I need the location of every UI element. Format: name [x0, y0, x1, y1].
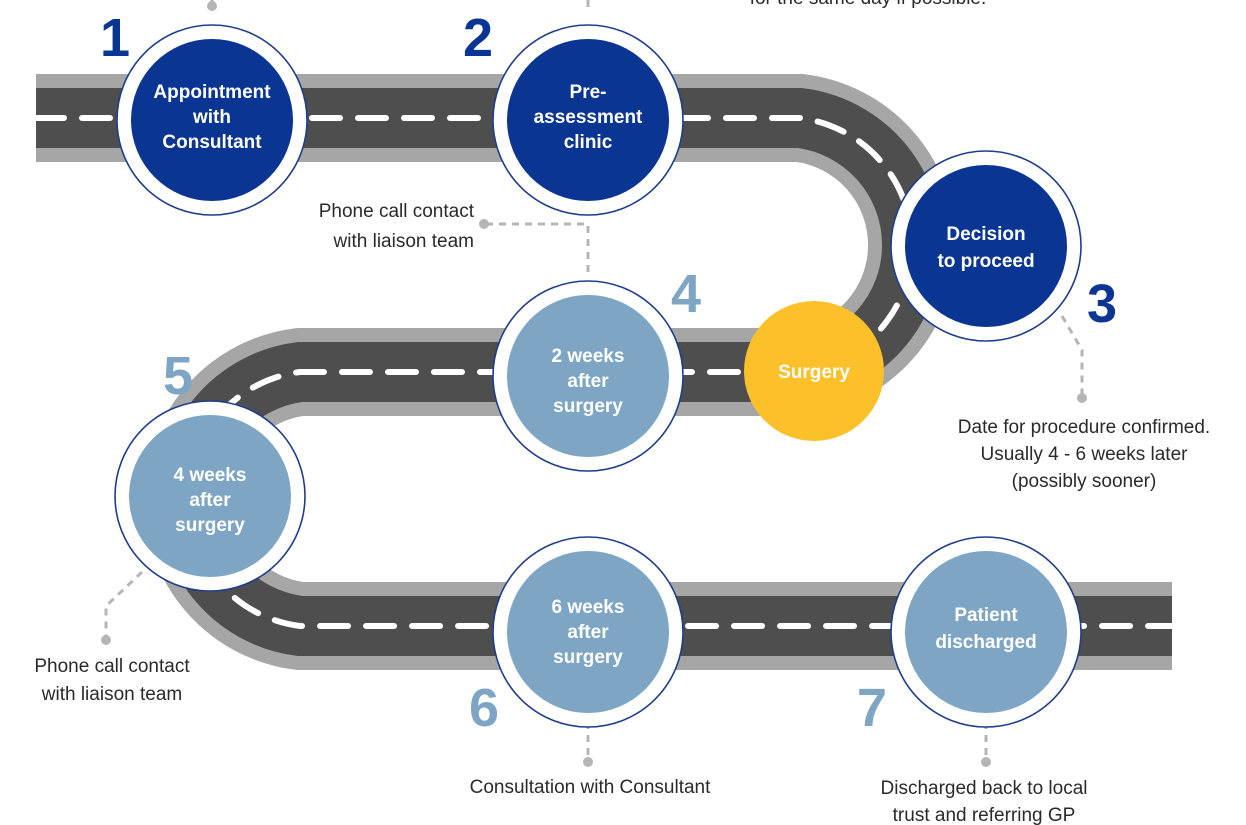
stage-title-line: 4 weeks — [174, 465, 247, 486]
stage-title-line: discharged — [935, 632, 1036, 653]
stage-circle — [507, 295, 669, 457]
stage-note: Consultation with Consultant — [470, 777, 712, 798]
note-line: Usually 4 - 6 weeks later — [981, 444, 1189, 465]
stage-circle — [507, 551, 669, 713]
stage-numbers: 1 2 3 4 5 6 7 — [100, 8, 1117, 738]
stage-node-decision-to-proceed: Decision to proceed — [890, 150, 1082, 342]
stage-title-line: 6 weeks — [552, 597, 625, 618]
leader-dot — [207, 1, 217, 11]
leader-lines — [101, 0, 1087, 767]
leader-dot — [479, 219, 489, 229]
stage-title-line: after — [567, 622, 609, 643]
leader-dot — [981, 757, 991, 767]
leader-dot — [101, 635, 111, 645]
stage-number: 1 — [100, 8, 130, 68]
note-line: trust and referring GP — [893, 805, 1076, 825]
stage-node-four-weeks-after-surgery: 4 weeks after surgery — [114, 400, 306, 592]
stage-title-line: Decision — [946, 224, 1025, 245]
stage-node-pre-assessment-clinic: Pre-assessment clinic — [492, 24, 684, 216]
stage-title-line: after — [567, 371, 609, 392]
stage-number: 4 — [671, 264, 701, 324]
note-line: Phone call contact — [319, 201, 475, 222]
note-line: Consultation with Consultant — [470, 777, 712, 798]
stage-note: Phone call contact with liaison team — [319, 201, 475, 252]
stage-circle — [507, 39, 669, 201]
stage-title-line: with — [192, 107, 231, 128]
stage-number: 6 — [469, 678, 499, 738]
stage-circle — [905, 551, 1067, 713]
stage-title-line: after — [189, 490, 231, 511]
leader-dot — [1077, 393, 1087, 403]
stage-number: 7 — [857, 678, 887, 738]
stage-title-line: Appointment — [153, 82, 271, 103]
stage-node-six-weeks-after-surgery: 6 weeks after surgery — [492, 536, 684, 728]
surgery-node: Surgery — [744, 301, 884, 441]
stage-title-line: Patient — [954, 605, 1018, 626]
stage-title-line: 2 weeks — [552, 346, 625, 367]
surgery-label: Surgery — [778, 362, 850, 383]
stage-note: Date for procedure confirmed. Usually 4 -… — [958, 417, 1210, 492]
stage-title-line: assessment — [534, 107, 643, 128]
stage-circle — [131, 39, 293, 201]
stage-number: 2 — [463, 8, 493, 68]
stage-number: 5 — [163, 346, 193, 406]
stage-number: 3 — [1087, 274, 1117, 334]
stage-title-line: clinic — [564, 132, 613, 153]
stage-title-line: surgery — [553, 396, 623, 417]
stage-note: Phone call contact with liaison team — [34, 656, 190, 705]
stage-title-line: Pre- — [570, 82, 607, 103]
leader-dot — [583, 757, 593, 767]
stage-note: Discharged back to local trust and referr… — [881, 778, 1088, 825]
stage-circle — [905, 165, 1067, 327]
stage-notes: for the same day if possible. Phone call … — [34, 0, 1210, 825]
note-line: (possibly sooner) — [1012, 471, 1157, 492]
stage-title-line: Consultant — [162, 132, 262, 153]
stage-title-line: to proceed — [937, 251, 1034, 272]
leader-line — [104, 570, 144, 640]
note-line: Date for procedure confirmed. — [958, 417, 1210, 438]
stage-node-patient-discharged: Patient discharged — [890, 536, 1082, 728]
note-line: Phone call contact — [34, 656, 190, 677]
leader-line — [484, 222, 590, 272]
leader-line — [1060, 315, 1084, 398]
note-line: with liaison team — [333, 231, 474, 252]
note-line: with liaison team — [41, 684, 182, 705]
stage-node-two-weeks-after-surgery: 2 weeks after surgery — [492, 280, 684, 472]
stage-title-line: surgery — [175, 515, 245, 536]
top-partial-note: for the same day if possible. — [750, 0, 987, 9]
surgery-circle — [744, 301, 884, 441]
stage-title-line: surgery — [553, 647, 623, 668]
stage-circle — [129, 415, 291, 577]
note-line: Discharged back to local — [881, 778, 1088, 799]
